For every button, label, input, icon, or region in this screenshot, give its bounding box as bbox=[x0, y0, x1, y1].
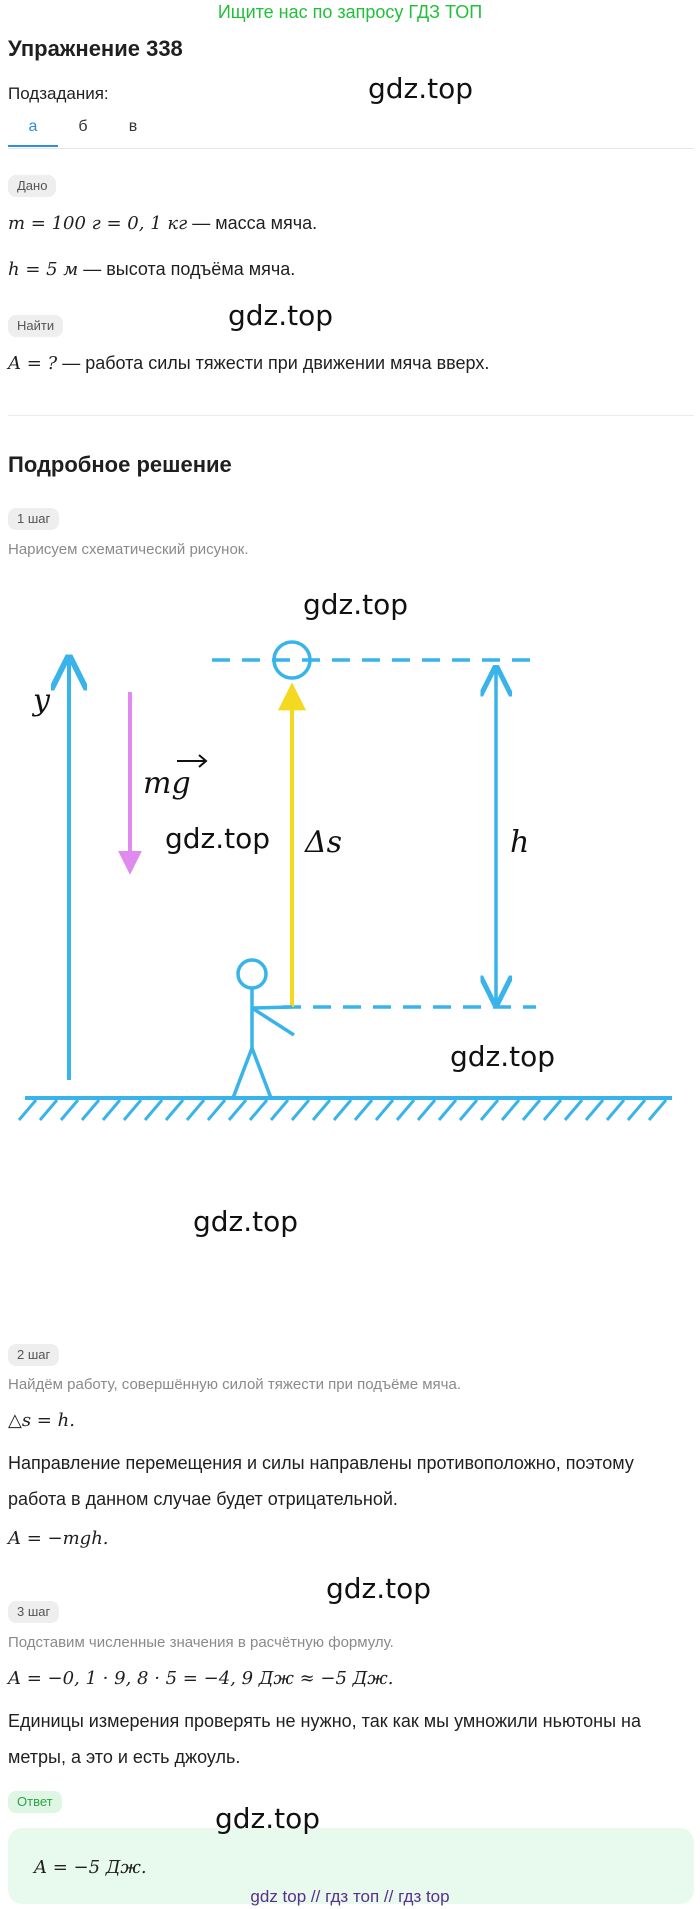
given-line-height: h = 5 м — высота подъёма мяча. bbox=[8, 256, 295, 283]
promo-banner[interactable]: Ищите нас по запросу ГДЗ ТОП bbox=[217, 2, 483, 22]
watermark: gdz.top bbox=[193, 1205, 299, 1238]
answer-badge: Ответ bbox=[8, 1791, 62, 1813]
tab-b[interactable]: б bbox=[78, 118, 88, 135]
divider bbox=[8, 415, 694, 416]
ground-hatch-mark bbox=[416, 1099, 437, 1121]
step3-text: Подставим численные значения в расчётную… bbox=[8, 1634, 394, 1651]
label-delta-s: Δs bbox=[304, 825, 342, 860]
ground-hatch-mark bbox=[626, 1099, 647, 1121]
step2-paragraph-line2: работа в данном случае будет отрицательн… bbox=[8, 1489, 398, 1509]
watermark: gdz.top bbox=[303, 588, 409, 621]
ground-hatch-mark bbox=[353, 1099, 374, 1121]
ground-hatch-mark bbox=[206, 1099, 227, 1121]
ground-hatch-mark bbox=[290, 1099, 311, 1121]
find-line: A = ? — работа силы тяжести при движении… bbox=[8, 350, 489, 377]
watermark: gdz.top bbox=[368, 72, 474, 105]
given-height-text: — высота подъёма мяча. bbox=[78, 259, 296, 279]
given-badge: Дано bbox=[8, 175, 57, 197]
ground bbox=[17, 1096, 672, 1121]
ground-hatch-mark bbox=[563, 1099, 584, 1121]
tab-v[interactable]: в bbox=[128, 118, 138, 135]
step2-text: Найдём работу, совершённую силой тяжести… bbox=[8, 1376, 461, 1393]
ground-hatch-mark bbox=[227, 1099, 248, 1121]
ground-hatch-mark bbox=[59, 1099, 80, 1121]
step3-eq: A = −0, 1 · 9, 8 · 5 = −4, 9 Дж ≈ −5 Дж. bbox=[8, 1668, 394, 1689]
watermark: gdz.top bbox=[228, 299, 334, 332]
ground-hatch-mark bbox=[122, 1099, 143, 1121]
page-title: Упражнение 338 bbox=[8, 36, 183, 61]
step3-paragraph-line1: Единицы измерения проверять не нужно, та… bbox=[8, 1711, 641, 1731]
footer-links[interactable]: gdz top // гдз топ // гдз top bbox=[250, 1887, 450, 1906]
find-text: — работа силы тяжести при движении мяча … bbox=[57, 353, 490, 373]
step3-paragraph-line2: метры, а это и есть джоуль. bbox=[8, 1747, 241, 1767]
step3-badge: 3 шаг bbox=[8, 1601, 60, 1623]
given-mass-formula: m = 100 г = 0, 1 кг bbox=[8, 213, 188, 234]
watermark: gdz.top bbox=[326, 1572, 432, 1605]
step2-eq2: A = −mgh. bbox=[8, 1528, 109, 1549]
ground-hatch-mark bbox=[38, 1099, 59, 1121]
find-formula: A = ? bbox=[8, 353, 58, 374]
answer-text: A = −5 Дж. bbox=[34, 1857, 147, 1878]
ground-hatch-mark bbox=[311, 1099, 332, 1121]
given-height-formula: h = 5 м bbox=[8, 259, 79, 280]
find-badge: Найти bbox=[8, 315, 64, 337]
step1-text: Нарисуем схематический рисунок. bbox=[8, 541, 249, 558]
ground-hatch-mark bbox=[248, 1099, 269, 1121]
ground-hatch-mark bbox=[269, 1099, 290, 1121]
answer-box bbox=[8, 1828, 694, 1904]
solution-title: Подробное решение bbox=[8, 452, 232, 477]
ground-hatch-mark bbox=[374, 1099, 395, 1121]
ground-hatch-mark bbox=[458, 1099, 479, 1121]
ground-hatch-mark bbox=[17, 1099, 38, 1121]
tab-a[interactable]: а bbox=[8, 116, 58, 147]
person-figure bbox=[231, 958, 295, 1099]
ground-hatch-mark bbox=[521, 1099, 542, 1121]
ground-hatch-mark bbox=[647, 1099, 668, 1121]
given-mass-text: — масса мяча. bbox=[187, 213, 318, 233]
ground-hatch-mark bbox=[542, 1099, 563, 1121]
watermark: gdz.top bbox=[450, 1040, 556, 1073]
subtasks-label: Подзадания: bbox=[8, 84, 109, 103]
ground-hatch-mark bbox=[584, 1099, 605, 1121]
ground-hatch-mark bbox=[479, 1099, 500, 1121]
watermark: gdz.top bbox=[215, 1802, 321, 1835]
ground-hatch-mark bbox=[185, 1099, 206, 1121]
label-h: h bbox=[510, 825, 529, 860]
diagram-svg: y mg Δs h bbox=[17, 640, 672, 1121]
step2-eq1: △s = h. bbox=[8, 1410, 75, 1431]
step1-badge: 1 шаг bbox=[8, 508, 60, 530]
given-line-mass: m = 100 г = 0, 1 кг — масса мяча. bbox=[8, 210, 317, 237]
ground-hatch-mark bbox=[143, 1099, 164, 1121]
ground-hatch-mark bbox=[605, 1099, 626, 1121]
vector-arrow-over-g bbox=[177, 754, 208, 768]
ground-hatch-mark bbox=[500, 1099, 521, 1121]
label-mg: mg bbox=[143, 766, 191, 801]
step2-badge: 2 шаг bbox=[8, 1344, 60, 1366]
subtask-tabs: а б в bbox=[8, 116, 694, 149]
ground-hatch-mark bbox=[101, 1099, 122, 1121]
ground-hatch-mark bbox=[437, 1099, 458, 1121]
diagram: y mg Δs h bbox=[0, 580, 700, 1140]
label-y: y bbox=[31, 683, 51, 718]
ground-hatch-mark bbox=[332, 1099, 353, 1121]
ground-hatch-mark bbox=[395, 1099, 416, 1121]
ball bbox=[272, 640, 312, 680]
step2-paragraph-line1: Направление перемещения и силы направлен… bbox=[8, 1453, 634, 1473]
ground-hatch-mark bbox=[164, 1099, 185, 1121]
ground-hatch-mark bbox=[80, 1099, 101, 1121]
watermark: gdz.top bbox=[165, 822, 271, 855]
